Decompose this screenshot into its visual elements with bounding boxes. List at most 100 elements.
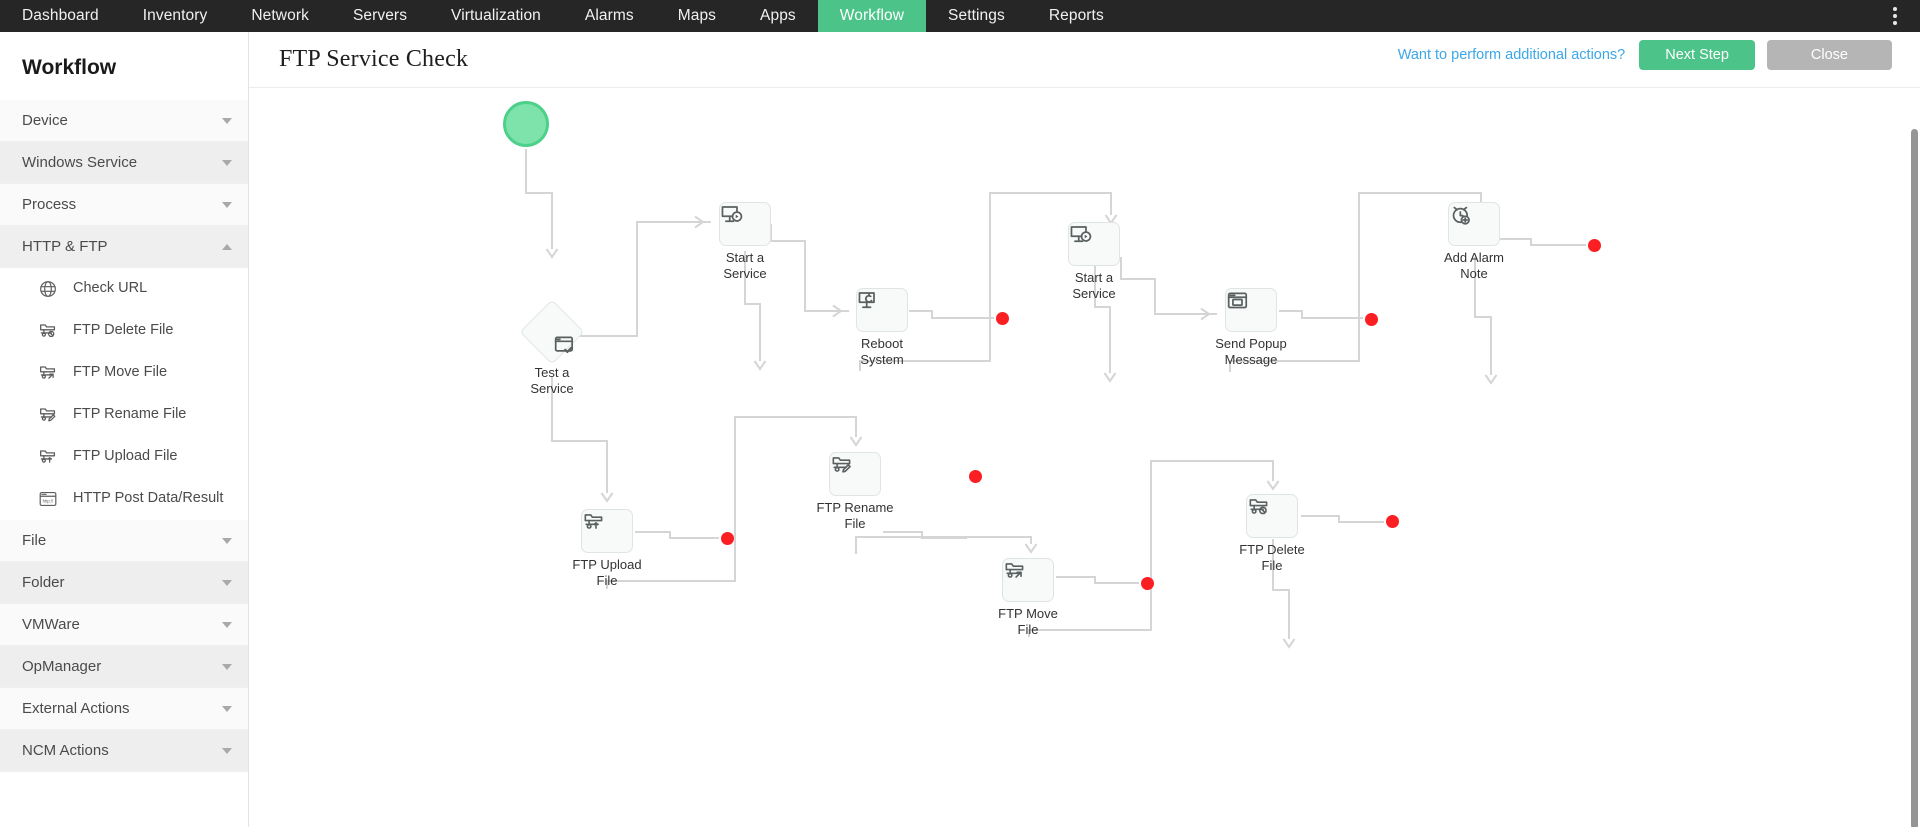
nav-item-reports[interactable]: Reports — [1048, 7, 1104, 24]
workflow-node-start-a-service-1[interactable]: Start a Service — [719, 202, 771, 282]
workflow-endpoint-rename[interactable] — [969, 470, 982, 483]
sidebar-group-device[interactable]: Device — [0, 100, 248, 142]
sidebar-group-label: File — [22, 532, 47, 549]
sidebar-item-label: FTP Delete File — [73, 322, 174, 339]
node-label: Start a Service — [723, 250, 767, 281]
sidebar-item-check-url[interactable]: Check URL — [0, 268, 248, 310]
workflow-node-reboot-system[interactable]: Reboot System — [856, 288, 908, 368]
sidebar-item-label: HTTP Post Data/Result — [73, 490, 224, 507]
top-navigation-bar: Dashboard Inventory Network Servers Virtuali… — [0, 0, 1920, 32]
workflow-node-ftp-move-file[interactable]: FTP Move File — [998, 558, 1058, 638]
ftp-upload-icon — [36, 445, 60, 469]
more-vertical-icon[interactable] — [1882, 0, 1908, 32]
node-label: FTP Upload File — [572, 557, 642, 588]
node-label: FTP Rename File — [816, 500, 894, 531]
sidebar-group-process[interactable]: Process — [0, 184, 248, 226]
vertical-scrollbar[interactable] — [1911, 129, 1918, 827]
node-icon-box[interactable] — [581, 509, 633, 553]
sidebar-group-http-ftp[interactable]: HTTP & FTP — [0, 226, 248, 268]
node-icon-box[interactable] — [1002, 558, 1054, 602]
sidebar-group-folder[interactable]: Folder — [0, 562, 248, 604]
sidebar-item-ftp-upload-file[interactable]: FTP Upload File — [0, 436, 248, 478]
node-icon-box[interactable] — [1448, 202, 1500, 246]
node-label: Start a Service — [1072, 270, 1116, 301]
nav-item-apps[interactable]: Apps — [760, 7, 796, 24]
workflow-node-start-a-service-2[interactable]: Start a Service — [1068, 222, 1120, 302]
sidebar-group-label: External Actions — [22, 700, 130, 717]
nav-item-alarms[interactable]: Alarms — [584, 7, 634, 24]
sidebar-group-opmanager[interactable]: OpManager — [0, 646, 248, 688]
workflow-node-test-a-service[interactable]: Test a Service — [519, 299, 585, 397]
sidebar-group-external-actions[interactable]: External Actions — [0, 688, 248, 730]
sidebar-item-ftp-delete-file[interactable]: FTP Delete File — [0, 310, 248, 352]
chevron-down-icon — [222, 537, 232, 544]
chevron-down-icon — [222, 621, 232, 628]
ftp-rename-icon — [36, 403, 60, 427]
workflow-endpoint-upload[interactable] — [721, 532, 734, 545]
sidebar-item-label: FTP Rename File — [73, 406, 187, 423]
nav-item-dashboard[interactable]: Dashboard — [22, 7, 99, 24]
sidebar-group-label: VMWare — [22, 616, 80, 633]
workflow-endpoint-alarm[interactable] — [1588, 239, 1601, 252]
sidebar-item-label: Check URL — [73, 280, 148, 297]
workflow-endpoint-delete[interactable] — [1386, 515, 1399, 528]
node-icon-box[interactable] — [719, 202, 771, 246]
sidebar-item-ftp-rename-file[interactable]: FTP Rename File — [0, 394, 248, 436]
node-label: Test a Service — [530, 365, 574, 396]
workflow-node-ftp-upload-file[interactable]: FTP Upload File — [572, 509, 642, 589]
node-label: FTP Delete File — [1239, 542, 1305, 573]
nav-item-network[interactable]: Network — [251, 7, 309, 24]
node-label: Reboot System — [860, 336, 904, 367]
sidebar-group-label: Windows Service — [22, 154, 138, 171]
node-icon-box[interactable] — [829, 452, 881, 496]
workflow-node-send-popup-message[interactable]: Send Popup Message — [1215, 288, 1287, 368]
node-icon-box[interactable] — [519, 299, 585, 365]
chevron-down-icon — [222, 201, 232, 208]
sidebar-group-label: NCM Actions — [22, 742, 109, 759]
chevron-down-icon — [222, 579, 232, 586]
workflow-connectors — [525, 149, 1586, 649]
workflow-node-ftp-delete-file[interactable]: FTP Delete File — [1239, 494, 1305, 574]
sidebar-group-label: Folder — [22, 574, 65, 591]
nav-item-settings[interactable]: Settings — [948, 7, 1005, 24]
nav-items: Dashboard Inventory Network Servers Virtuali… — [0, 0, 1126, 32]
workflow-endpoint-move[interactable] — [1141, 577, 1154, 590]
next-step-button[interactable]: Next Step — [1639, 40, 1755, 70]
nav-item-virtualization[interactable]: Virtualization — [451, 7, 541, 24]
node-icon-box[interactable] — [1225, 288, 1277, 332]
sidebar-group-windows-service[interactable]: Windows Service — [0, 142, 248, 184]
node-icon-box[interactable] — [1068, 222, 1120, 266]
ftp-move-icon — [36, 361, 60, 385]
nav-item-maps[interactable]: Maps — [677, 7, 717, 24]
workflow-endpoint-popup[interactable] — [1365, 313, 1378, 326]
content-header: FTP Service Check Want to perform additi… — [249, 32, 1920, 88]
node-icon-box[interactable] — [1246, 494, 1298, 538]
sidebar-group-label: OpManager — [22, 658, 102, 675]
sidebar-group-vmware[interactable]: VMWare — [0, 604, 248, 646]
nav-item-workflow[interactable]: Workflow — [817, 0, 927, 32]
close-button[interactable]: Close — [1766, 40, 1892, 70]
workflow-node-add-alarm-note[interactable]: Add Alarm Note — [1444, 202, 1504, 282]
sidebar-title: Workflow — [0, 32, 248, 100]
sidebar-item-ftp-move-file[interactable]: FTP Move File — [0, 352, 248, 394]
sidebar-group-label: Process — [22, 196, 77, 213]
node-label: FTP Move File — [998, 606, 1058, 637]
workflow-node-ftp-rename-file[interactable]: FTP Rename File — [816, 452, 894, 532]
chevron-down-icon — [222, 747, 232, 754]
sidebar-group-file[interactable]: File — [0, 520, 248, 562]
sidebar-item-http-post-data-result[interactable]: http://HTTP Post Data/Result — [0, 478, 248, 520]
nav-item-servers[interactable]: Servers — [352, 7, 408, 24]
chevron-down-icon — [222, 663, 232, 670]
node-label: Add Alarm Note — [1444, 250, 1504, 281]
nav-item-inventory[interactable]: Inventory — [142, 7, 208, 24]
sidebar-group-ncm-actions[interactable]: NCM Actions — [0, 730, 248, 772]
workflow-endpoint-reboot[interactable] — [996, 312, 1009, 325]
node-icon-box[interactable] — [856, 288, 908, 332]
header-actions: Want to perform additional actions? Next… — [1398, 40, 1892, 70]
additional-actions-link[interactable]: Want to perform additional actions? — [1397, 47, 1626, 63]
chevron-down-icon — [222, 159, 232, 166]
chevron-up-icon — [222, 243, 232, 250]
workflow-start-node[interactable] — [503, 101, 549, 147]
ftp-delete-icon — [36, 319, 60, 343]
